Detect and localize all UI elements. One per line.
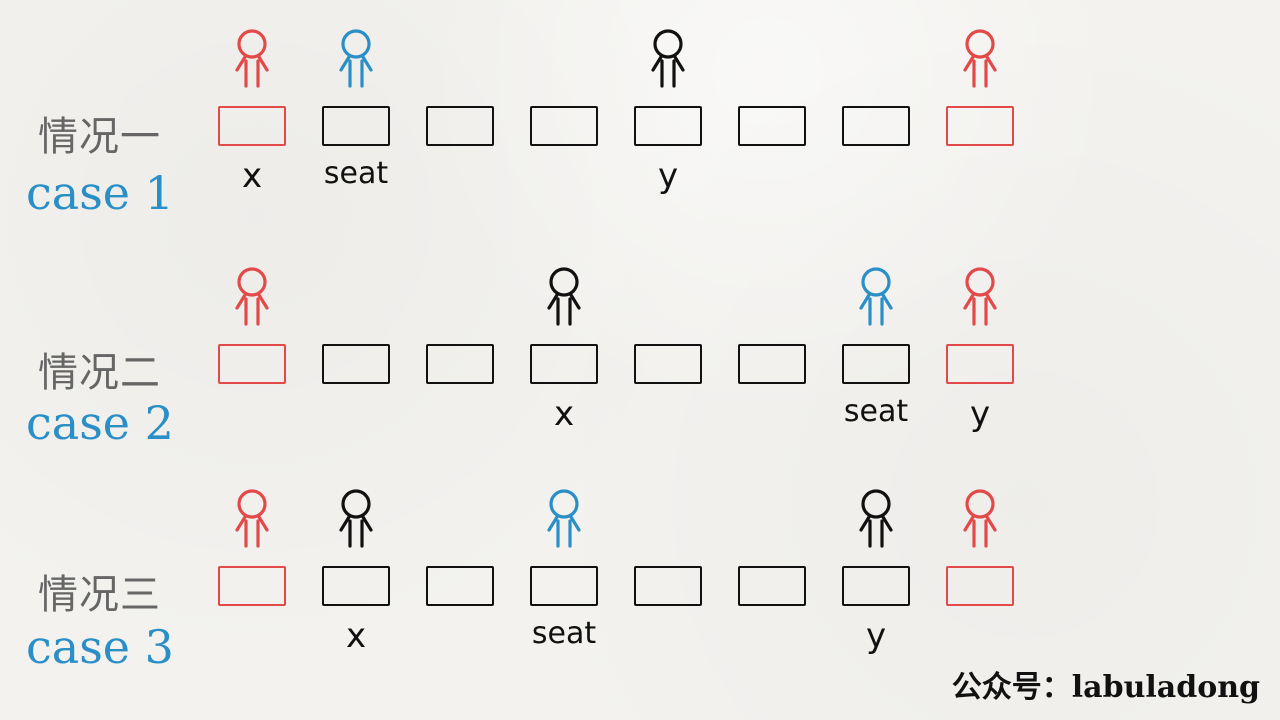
case-2-label-y: y [969, 394, 991, 434]
case-2-label-seat: seat [843, 394, 909, 429]
case-1-label-y: y [657, 156, 679, 196]
case-2-title-en: case 2 [26, 396, 174, 450]
case-1-seat-0 [218, 106, 286, 146]
case-3-seat-5 [738, 566, 806, 606]
case-1-title-zh: 情况一 [38, 114, 161, 160]
case-3-title-en: case 3 [26, 620, 174, 674]
case-3-label-seat: seat [531, 616, 597, 651]
case-2-seat-4 [634, 344, 702, 384]
case-2-seat-3 [530, 344, 598, 384]
case-2-seat-5 [738, 344, 806, 384]
case-2-person-red-icon [955, 266, 1005, 326]
case-3-label-x: x [345, 616, 367, 656]
case-3-seat-7 [946, 566, 1014, 606]
case-3-person-black-icon [851, 488, 901, 548]
case-3-seat-0 [218, 566, 286, 606]
case-2-seat-0 [218, 344, 286, 384]
case-1-person-blue-icon [331, 28, 381, 88]
case-1-seat-2 [426, 106, 494, 146]
case-3-person-red-icon [227, 488, 277, 548]
case-1-seat-1 [322, 106, 390, 146]
case-2-person-blue-icon [851, 266, 901, 326]
credit-text: 公众号：labuladong [951, 670, 1260, 705]
case-2-seat-6 [842, 344, 910, 384]
case-2-title-zh: 情况二 [38, 350, 161, 396]
case-2-person-red-icon [227, 266, 277, 326]
case-1-seat-6 [842, 106, 910, 146]
case-3-person-blue-icon [539, 488, 589, 548]
case-1-seat-5 [738, 106, 806, 146]
case-3-label-y: y [865, 616, 887, 656]
case-3-seat-6 [842, 566, 910, 606]
case-1-person-red-icon [227, 28, 277, 88]
case-2-person-black-icon [539, 266, 589, 326]
case-3-title-zh: 情况三 [38, 572, 161, 618]
case-1-seat-7 [946, 106, 1014, 146]
case-2-seat-7 [946, 344, 1014, 384]
case-3-seat-1 [322, 566, 390, 606]
case-1-label-seat: seat [323, 156, 389, 191]
case-1-label-x: x [241, 156, 263, 196]
case-3-seat-2 [426, 566, 494, 606]
case-2-seat-2 [426, 344, 494, 384]
case-1-person-black-icon [643, 28, 693, 88]
case-2-seat-1 [322, 344, 390, 384]
case-1-seat-3 [530, 106, 598, 146]
case-3-seat-4 [634, 566, 702, 606]
case-1-seat-4 [634, 106, 702, 146]
case-3-person-black-icon [331, 488, 381, 548]
case-3-person-red-icon [955, 488, 1005, 548]
case-1-person-red-icon [955, 28, 1005, 88]
case-3-seat-3 [530, 566, 598, 606]
case-2-label-x: x [553, 394, 575, 434]
case-1-title-en: case 1 [26, 166, 174, 220]
